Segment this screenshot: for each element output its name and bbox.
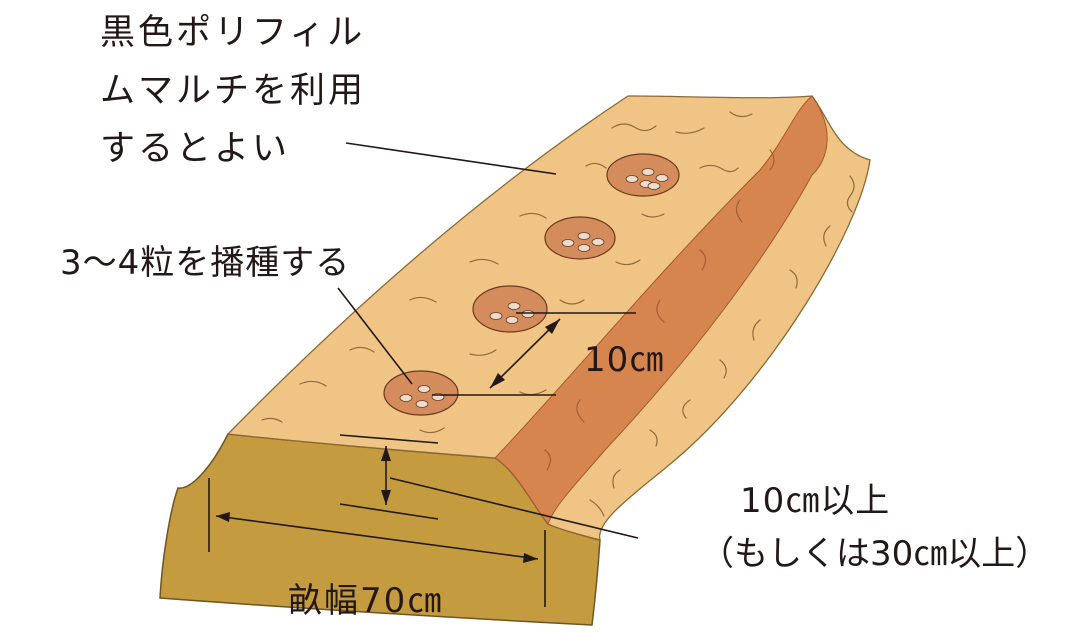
seed [641,168,655,176]
seed [417,385,431,393]
mulch-note-line: 黒色ポリフィル [100,13,366,53]
mulch-note-line: するとよい [100,129,291,169]
mulch-note-line: ムマルチを利用 [100,71,367,111]
seed [577,244,591,252]
seed [625,175,639,183]
spacing-arrowhead-bottom [490,373,505,388]
width-arrowhead-right [523,553,538,563]
seed [415,400,429,408]
seed [505,316,519,324]
seed [561,239,575,247]
seed [489,312,503,320]
seed [655,174,669,182]
seed [521,310,535,318]
annotation-lines [208,142,639,607]
ridge-height-alt-label: （もしくは30㎝以上） [700,534,1050,574]
furrow [494,95,828,526]
sowing-leader-line [337,287,413,385]
width-arrowhead-left [216,512,230,522]
mulch-texture [261,111,855,517]
planting-hole [383,370,459,416]
width-dimension-line [215,515,539,560]
mulch-note: 黒色ポリフィル ムマルチを利用 するとよい [100,16,366,190]
planting-hole [544,216,616,260]
seed [647,182,661,190]
seed [399,394,413,402]
seed [591,238,605,246]
planting-hole [606,153,680,197]
planting-hole [472,285,548,333]
planting-holes [383,153,680,416]
furrow-texture [544,149,775,471]
spacing-dimension-line [489,318,561,389]
hill-spacing-label: 10㎝ [584,340,665,380]
mulch-leader-line [345,142,557,175]
ridge-width-label: 畝幅70㎝ [288,581,444,621]
height-leader-line [389,477,639,539]
ridge-height-label: 10㎝以上 [740,481,891,521]
arrowheads [216,319,560,563]
height-arrowhead-bottom [381,490,391,505]
seed [577,232,591,240]
seed [507,302,521,310]
height-arrowhead-top [381,446,391,461]
sowing-note: 3～4粒を播種する [60,243,351,283]
spacing-arrowhead-top [545,319,560,334]
height-extension-top [339,434,439,444]
height-extension-bottom [339,503,439,520]
